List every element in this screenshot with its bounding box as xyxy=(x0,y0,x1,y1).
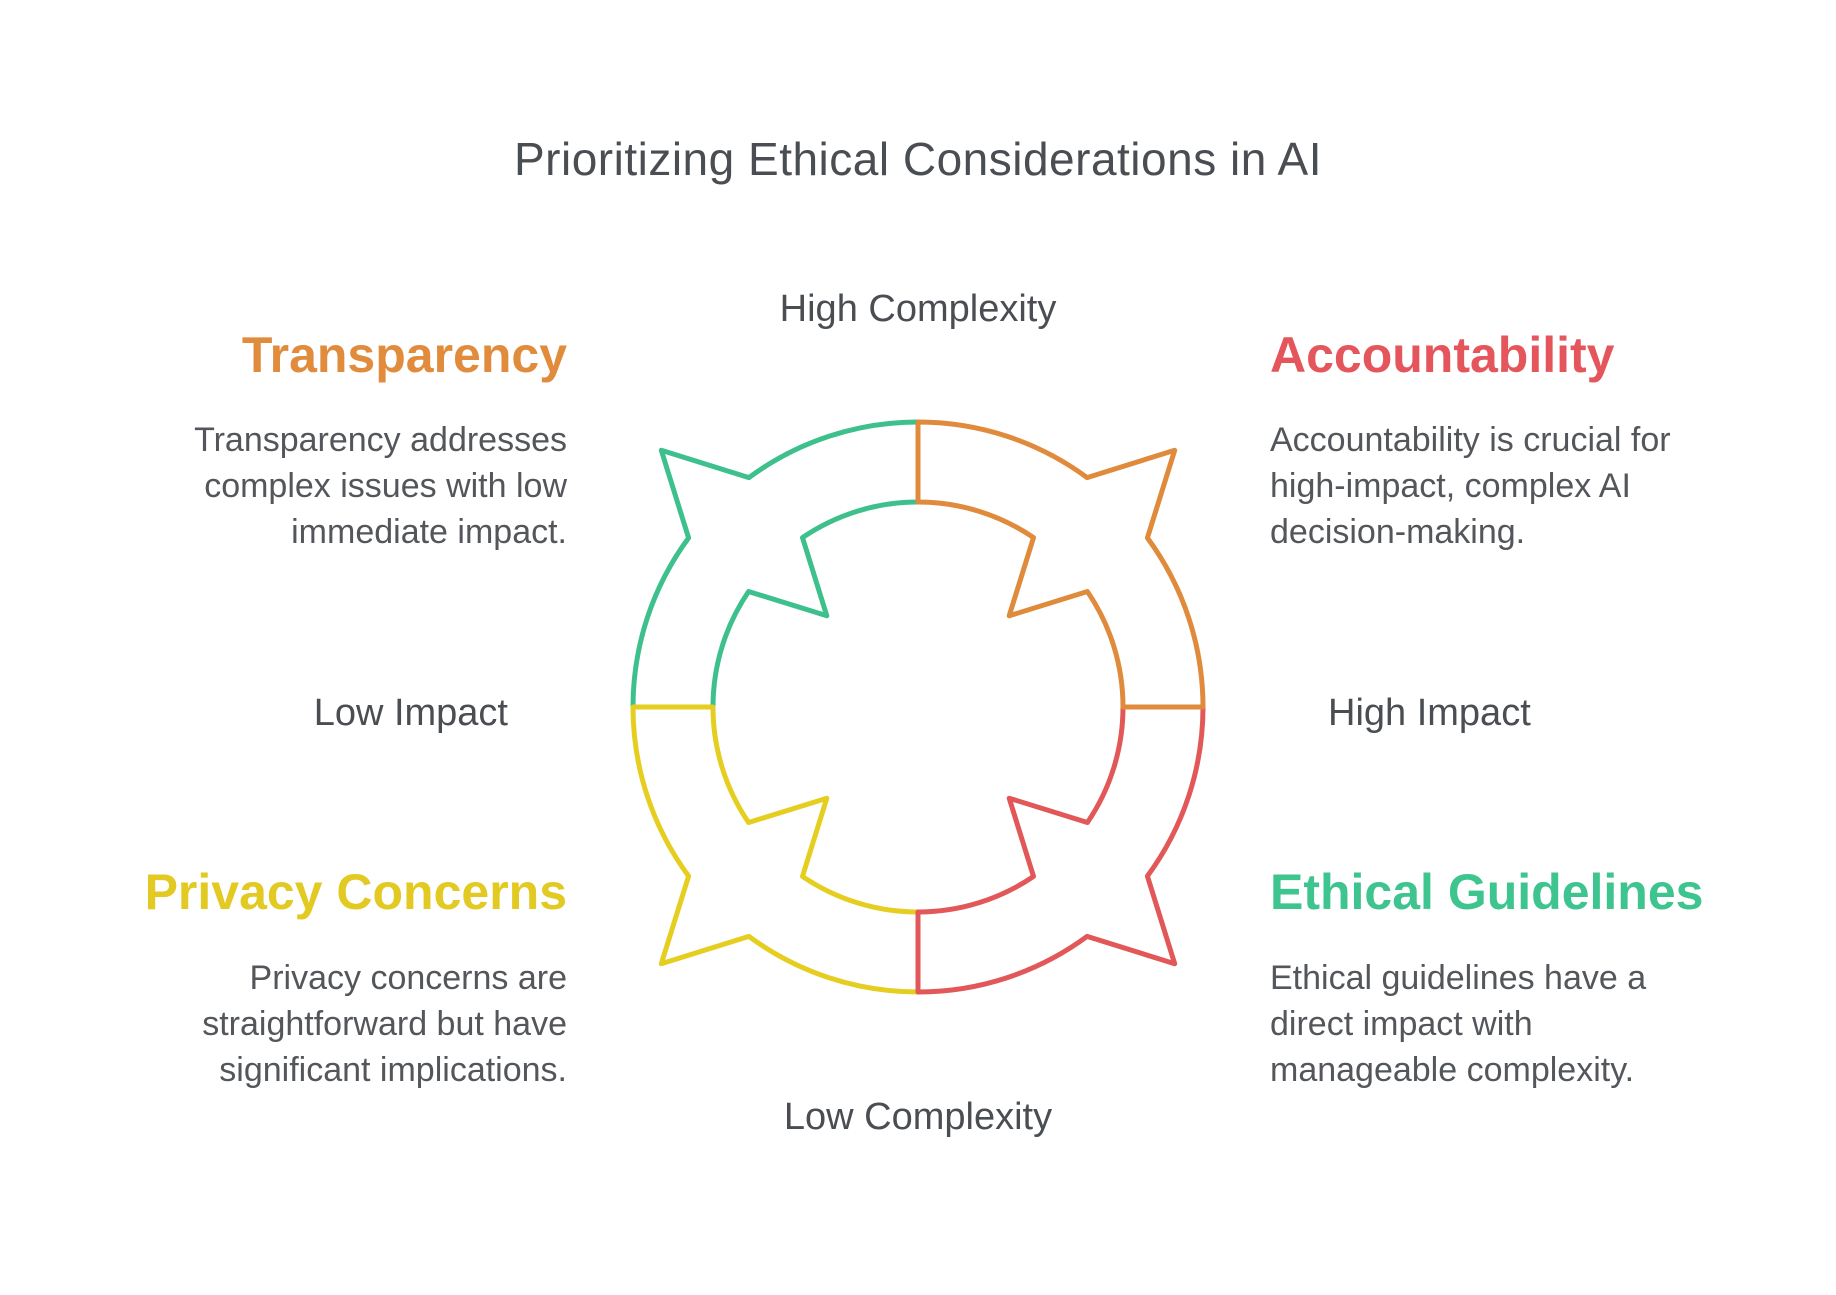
accountability-heading: Accountability xyxy=(1270,327,1615,383)
description-line: manageable complexity. xyxy=(1270,1051,1635,1089)
axis-label-high-impact: High Impact xyxy=(1328,692,1531,734)
page-title: Prioritizing Ethical Considerations in A… xyxy=(514,133,1322,185)
axis-label-low-impact: Low Impact xyxy=(313,692,508,734)
description-line: Transparency addresses xyxy=(194,421,567,459)
transparency-heading: Transparency xyxy=(241,327,567,383)
ethical-guidelines-description: Ethical guidelines have a direct impact … xyxy=(1270,955,1830,1093)
segment-top-left xyxy=(630,419,921,710)
description-line: decision-making. xyxy=(1270,513,1526,551)
accountability-description: Accountability is crucial for high-impac… xyxy=(1270,417,1830,555)
privacy-concerns-heading: Privacy Concerns xyxy=(144,864,567,920)
transparency-description: Transparency addresses complex issues wi… xyxy=(7,417,567,555)
privacy-concerns-description: Privacy concerns are straightforward but… xyxy=(7,955,567,1093)
segment-bottom-right xyxy=(915,704,1206,995)
description-line: Accountability is crucial for xyxy=(1270,421,1671,459)
description-line: significant implications. xyxy=(219,1051,567,1089)
description-line: high-impact, complex AI xyxy=(1270,467,1631,505)
description-line: Ethical guidelines have a xyxy=(1270,959,1647,997)
description-line: direct impact with xyxy=(1270,1005,1533,1043)
axis-label-low-complexity: Low Complexity xyxy=(783,1096,1053,1138)
segment-top-right xyxy=(915,419,1206,710)
axis-label-high-complexity: High Complexity xyxy=(779,288,1057,330)
description-line: complex issues with low xyxy=(204,467,567,505)
segment-bottom-left xyxy=(630,704,921,995)
description-line: Privacy concerns are xyxy=(249,959,567,997)
description-line: immediate impact. xyxy=(291,513,567,551)
description-line: straightforward but have xyxy=(202,1005,567,1043)
ethical-guidelines-heading: Ethical Guidelines xyxy=(1270,864,1704,920)
